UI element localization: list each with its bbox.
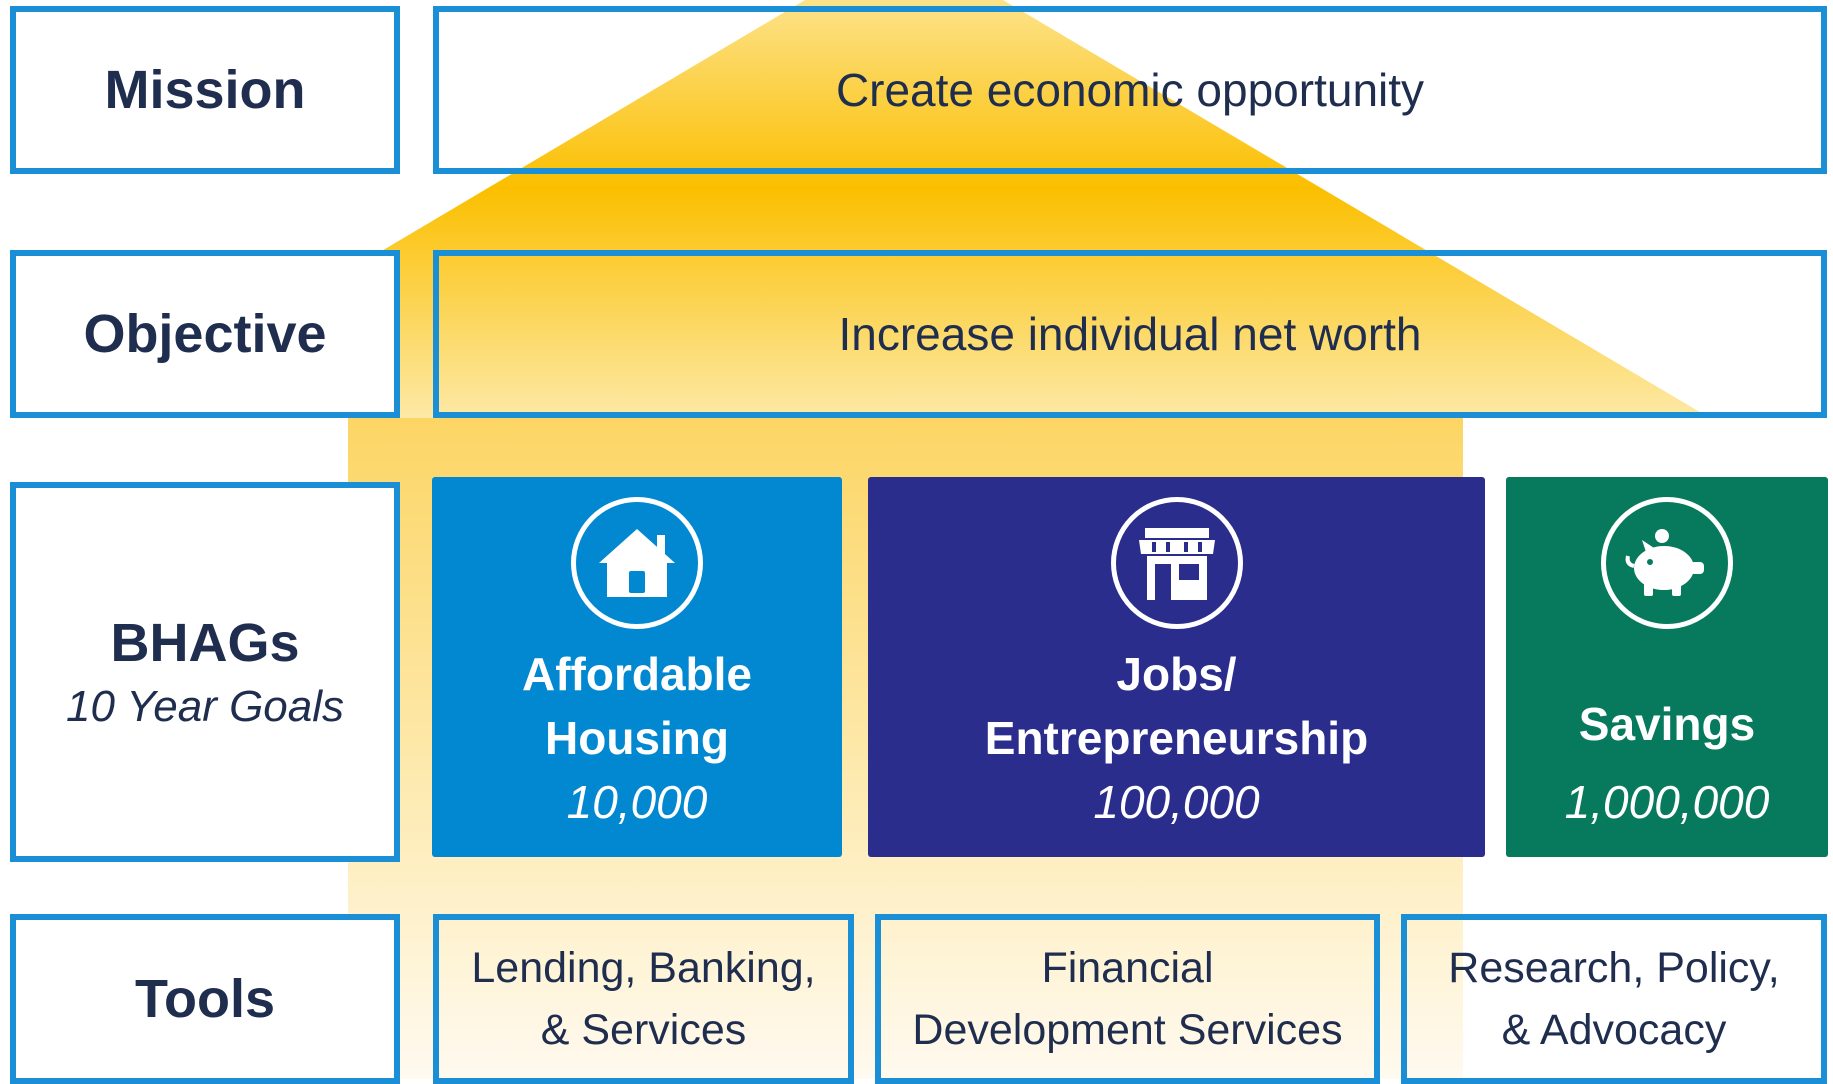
mission-label: Mission <box>104 60 306 120</box>
mission-label-box: Mission <box>10 6 400 174</box>
house-icon <box>571 497 703 629</box>
tool-box-financial-development: Financial Development Services <box>875 914 1380 1084</box>
goal-value: 100,000 <box>1093 776 1260 828</box>
goal-value: 10,000 <box>566 776 708 828</box>
objective-label: Objective <box>83 304 327 364</box>
bhags-label: BHAGs <box>110 613 300 673</box>
objective-statement: Increase individual net worth <box>838 308 1422 360</box>
tool-text: Lending, Banking, & Services <box>471 944 816 1054</box>
mission-statement-box: Create economic opportunity <box>433 6 1827 174</box>
roof-shape <box>100 0 1710 418</box>
goal-title: Savings <box>1578 698 1756 750</box>
tools-label-box: Tools <box>10 914 400 1084</box>
tool-box-research-policy: Research, Policy, & Advocacy <box>1401 914 1827 1084</box>
goal-value: 1,000,000 <box>1564 776 1770 828</box>
goal-title: Affordable Housing <box>522 648 752 764</box>
objective-statement-box: Increase individual net worth <box>433 250 1827 418</box>
goal-savings: Savings 1,000,000 <box>1506 477 1828 857</box>
goal-affordable-housing: Affordable Housing 10,000 <box>432 477 842 857</box>
tool-text: Research, Policy, & Advocacy <box>1448 944 1780 1054</box>
bhags-sublabel: 10 Year Goals <box>65 682 345 731</box>
mission-statement: Create economic opportunity <box>835 64 1425 116</box>
objective-label-box: Objective <box>10 250 400 418</box>
goal-jobs-entrepreneurship: Jobs/ Entrepreneurship 100,000 <box>868 477 1485 857</box>
tools-label: Tools <box>135 969 275 1029</box>
piggy-bank-icon <box>1601 497 1733 629</box>
bhags-label-box: BHAGs 10 Year Goals <box>10 482 400 862</box>
goal-title: Jobs/ Entrepreneurship <box>984 648 1369 764</box>
tool-box-lending: Lending, Banking, & Services <box>433 914 854 1084</box>
tool-text: Financial Development Services <box>912 944 1343 1054</box>
storefront-icon <box>1110 497 1243 629</box>
